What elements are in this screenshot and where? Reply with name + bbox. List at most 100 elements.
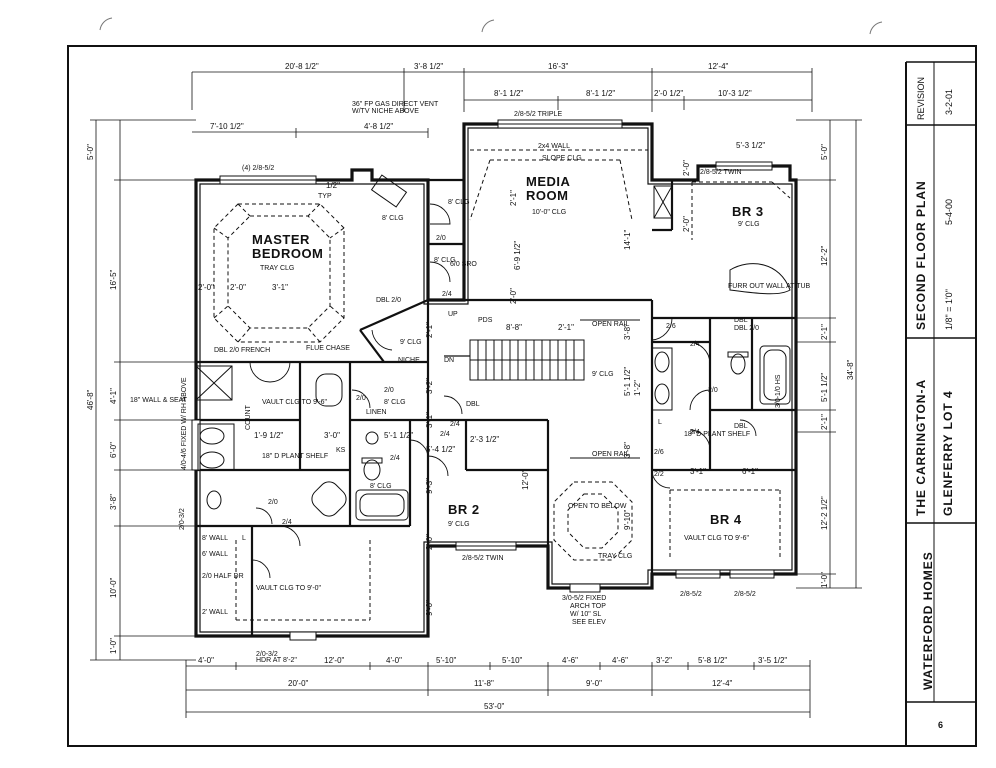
svg-text:4/0-4/6 FIXED W/ RH ABOVE: 4/0-4/6 FIXED W/ RH ABOVE <box>181 377 188 470</box>
svg-text:5'-10": 5'-10" <box>436 656 457 665</box>
svg-text:FURR OUT WALL AT TUB: FURR OUT WALL AT TUB <box>728 283 811 290</box>
svg-text:2/0 HALF DR: 2/0 HALF DR <box>202 573 244 580</box>
svg-text:12'-4": 12'-4" <box>712 679 733 688</box>
room-master-label-2: BEDROOM <box>252 246 323 261</box>
svg-text:6'-0": 6'-0" <box>109 442 118 458</box>
svg-text:2/4: 2/4 <box>442 291 452 298</box>
lot-name: GLENFERRY LOT 4 <box>941 390 955 516</box>
svg-text:1'-0": 1'-0" <box>820 572 829 588</box>
svg-text:2'-0": 2'-0" <box>682 160 691 176</box>
svg-text:34'-8": 34'-8" <box>846 359 855 380</box>
svg-text:2'-0": 2'-0" <box>198 283 214 292</box>
svg-text:20'-0": 20'-0" <box>288 679 309 688</box>
door-swings <box>249 203 757 579</box>
svg-text:9' CLG: 9' CLG <box>448 521 470 528</box>
svg-text:3'-8": 3'-8" <box>109 494 118 510</box>
svg-text:8'-1 1/2": 8'-1 1/2" <box>586 89 615 98</box>
svg-text:3/0-5/2 FIXED: 3/0-5/2 FIXED <box>562 595 606 602</box>
svg-text:9'-3": 9'-3" <box>425 478 434 494</box>
svg-text:2/4: 2/4 <box>440 431 450 438</box>
room-media-label-1: MEDIA <box>526 174 571 189</box>
plan-notes: TRAY CLG 8' CLG 8' CLG 8' CLG 8' CLG 8' … <box>130 101 811 664</box>
svg-text:3'-0": 3'-0" <box>324 431 340 440</box>
room-br2-label: BR 2 <box>448 502 480 517</box>
svg-text:46'-8": 46'-8" <box>86 389 95 410</box>
svg-text:4'-0": 4'-0" <box>386 656 402 665</box>
svg-text:8' CLG: 8' CLG <box>434 257 456 264</box>
svg-text:DBL: DBL <box>466 401 480 408</box>
svg-text:1'-0": 1'-0" <box>109 638 118 654</box>
svg-text:8' CLG: 8' CLG <box>384 399 406 406</box>
svg-text:3'-5 1/2": 3'-5 1/2" <box>758 656 787 665</box>
svg-text:3'-8": 3'-8" <box>623 442 632 458</box>
svg-text:2/8-5/2 TRIPLE: 2/8-5/2 TRIPLE <box>514 111 562 118</box>
svg-text:8' CLG: 8' CLG <box>448 199 470 206</box>
svg-text:3'-8": 3'-8" <box>623 324 632 340</box>
svg-text:6/0 SRO: 6/0 SRO <box>450 261 477 268</box>
svg-text:2'-0": 2'-0" <box>509 288 518 304</box>
svg-text:8' CLG: 8' CLG <box>370 483 392 490</box>
svg-text:2'-1": 2'-1" <box>425 322 434 338</box>
svg-text:16'-5": 16'-5" <box>109 269 118 290</box>
svg-text:2/0-3/2: 2/0-3/2 <box>256 651 278 658</box>
svg-text:2/6: 2/6 <box>666 323 676 330</box>
room-media-label-2: ROOM <box>526 188 568 203</box>
svg-text:KS: KS <box>336 447 346 454</box>
svg-text:2' WALL: 2' WALL <box>202 609 228 616</box>
svg-text:2/8-5/2: 2/8-5/2 <box>734 591 756 598</box>
svg-text:5'-1 1/2": 5'-1 1/2" <box>384 431 413 440</box>
svg-text:36" FP GAS DIRECT VENT: 36" FP GAS DIRECT VENT <box>352 101 439 108</box>
svg-text:W/ 10" SL: W/ 10" SL <box>570 611 601 618</box>
room-br4-label: BR 4 <box>710 512 742 527</box>
svg-text:DBL: DBL <box>734 423 748 430</box>
svg-text:VAULT CLG TO 9'-6": VAULT CLG TO 9'-6" <box>684 535 750 542</box>
svg-text:9' CLG: 9' CLG <box>592 371 614 378</box>
svg-text:NICHE: NICHE <box>398 357 420 364</box>
svg-text:8'-8": 8'-8" <box>506 323 522 332</box>
svg-text:5'-1 1/2": 5'-1 1/2" <box>623 367 632 396</box>
svg-text:DBL 2/0: DBL 2/0 <box>734 325 759 332</box>
svg-text:OPEN TO BELOW: OPEN TO BELOW <box>568 503 627 510</box>
svg-text:12'-0": 12'-0" <box>521 469 530 490</box>
dimension-labels: 20'-8 1/2" 3'-8 1/2" 16'-3" 12'-4" 8'-1 … <box>86 62 855 711</box>
svg-text:3'-2": 3'-2" <box>425 378 434 394</box>
sheet-border <box>67 45 977 747</box>
svg-text:4'-6": 4'-6" <box>562 656 578 665</box>
company-name: WATERFORD HOMES <box>921 551 935 690</box>
stair <box>444 319 640 470</box>
svg-text:VAULT CLG TO 9'-0": VAULT CLG TO 9'-0" <box>256 585 322 592</box>
svg-text:2/4: 2/4 <box>690 429 700 436</box>
svg-text:2/6: 2/6 <box>654 449 664 456</box>
svg-text:(4) 2/8-5/2: (4) 2/8-5/2 <box>242 165 274 172</box>
svg-text:2/4: 2/4 <box>390 455 400 462</box>
svg-text:OPEN RAIL: OPEN RAIL <box>592 451 629 458</box>
svg-text:4'-8 1/2": 4'-8 1/2" <box>364 122 393 131</box>
svg-text:10'-0": 10'-0" <box>109 577 118 598</box>
svg-text:8' WALL: 8' WALL <box>202 535 228 542</box>
svg-text:HDR AT 8'-2": HDR AT 8'-2" <box>256 657 297 664</box>
svg-text:9'-0": 9'-0" <box>586 679 602 688</box>
svg-text:COUNT: COUNT <box>245 404 252 430</box>
svg-text:10'-3 1/2": 10'-3 1/2" <box>718 89 752 98</box>
svg-text:9'-10": 9'-10" <box>623 509 632 530</box>
svg-text:W/TV NICHE ABOVE: W/TV NICHE ABOVE <box>352 108 419 115</box>
title-block: REVISION 3-2-01 SECOND FLOOR PLAN 1/8" =… <box>905 61 976 745</box>
svg-text:2/8-5/2: 2/8-5/2 <box>680 591 702 598</box>
svg-text:FLUE CHASE: FLUE CHASE <box>306 345 350 352</box>
svg-text:20'-8 1/2": 20'-8 1/2" <box>285 62 319 71</box>
svg-text:TRAY CLG: TRAY CLG <box>260 265 294 272</box>
svg-text:3'-2": 3'-2" <box>656 656 672 665</box>
svg-text:4'-1": 4'-1" <box>109 388 118 404</box>
svg-text:L: L <box>658 419 662 426</box>
windows <box>191 119 775 641</box>
svg-text:2'-3 1/2": 2'-3 1/2" <box>470 435 499 444</box>
svg-text:4'-0": 4'-0" <box>198 656 214 665</box>
svg-text:2x4 WALL: 2x4 WALL <box>538 143 570 150</box>
revision-date: 3-2-01 <box>944 89 954 115</box>
svg-text:8'-1 1/2": 8'-1 1/2" <box>494 89 523 98</box>
svg-text:2'-0 1/2": 2'-0 1/2" <box>654 89 683 98</box>
svg-text:2'-1": 2'-1" <box>509 190 518 206</box>
svg-text:SEE ELEV: SEE ELEV <box>572 619 606 626</box>
svg-text:DBL 2/0: DBL 2/0 <box>376 297 401 304</box>
ceiling-lines <box>213 149 791 621</box>
